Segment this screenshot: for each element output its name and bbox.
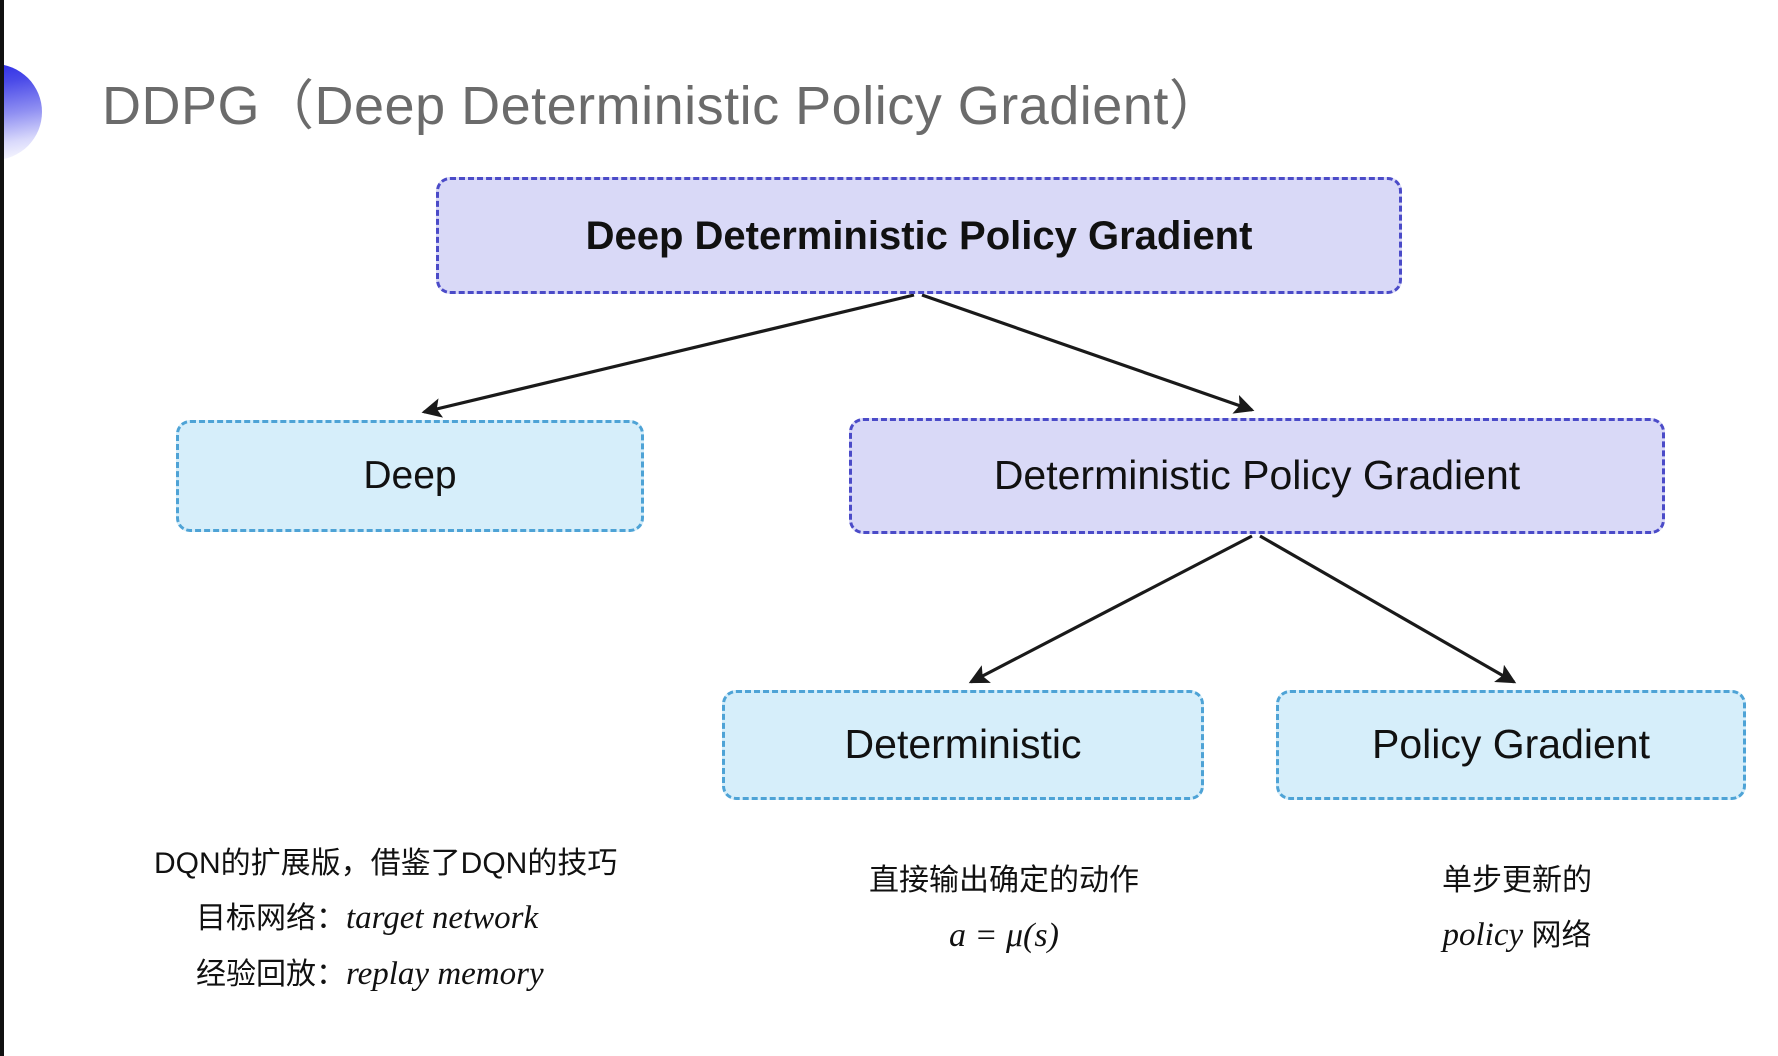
edge-root-to-dpg	[921, 293, 1255, 414]
caption-deep-line-3-term: replay memory	[346, 956, 544, 993]
caption-deep: DQN的扩展版，借鉴了DQN的技巧 目标网络：target network 经验…	[154, 838, 617, 1003]
caption-deep-line-2-term: target network	[346, 899, 539, 936]
caption-policy-gradient-line-1: 单步更新的	[1442, 864, 1592, 897]
slide-title-row: DDPG（Deep Deterministic Policy Gradient）	[4, 58, 1404, 166]
caption-deep-line-1: DQN的扩展版，借鉴了DQN的技巧	[154, 847, 618, 880]
caption-deep-line-3: 经验回放：replay memory	[154, 946, 617, 1003]
node-deep-deterministic-policy-gradient[interactable]: Deep Deterministic Policy Gradient	[436, 177, 1402, 294]
page-title: DDPG（Deep Deterministic Policy Gradient）	[102, 76, 1224, 136]
node-policy-gradient[interactable]: Policy Gradient	[1276, 690, 1746, 800]
caption-deterministic-formula: a = μ(s)	[949, 916, 1059, 954]
caption-policy-gradient-line-2: policy 网络	[1402, 907, 1632, 964]
edge-dpg-to-policy-gradient	[1259, 534, 1517, 684]
edge-root-to-deep	[421, 293, 915, 418]
caption-deterministic: 直接输出确定的动作 a = μ(s)	[849, 855, 1159, 965]
caption-policy-gradient-tail: 网络	[1523, 918, 1592, 952]
caption-deep-line-2: 目标网络：target network	[154, 890, 617, 947]
node-deterministic[interactable]: Deterministic	[722, 690, 1204, 800]
edge-dpg-to-deterministic	[968, 534, 1253, 684]
caption-policy-gradient-term: policy	[1442, 916, 1524, 953]
caption-deep-line-2-label: 目标网络：	[196, 901, 346, 935]
caption-deterministic-line-1: 直接输出确定的动作	[869, 864, 1139, 897]
half-circle-bullet-icon	[4, 64, 42, 160]
caption-deep-line-3-label: 经验回放：	[196, 958, 346, 992]
node-deep[interactable]: Deep	[176, 420, 644, 532]
caption-policy-gradient: 单步更新的 policy 网络	[1402, 855, 1632, 963]
node-deterministic-policy-gradient[interactable]: Deterministic Policy Gradient	[849, 418, 1665, 534]
